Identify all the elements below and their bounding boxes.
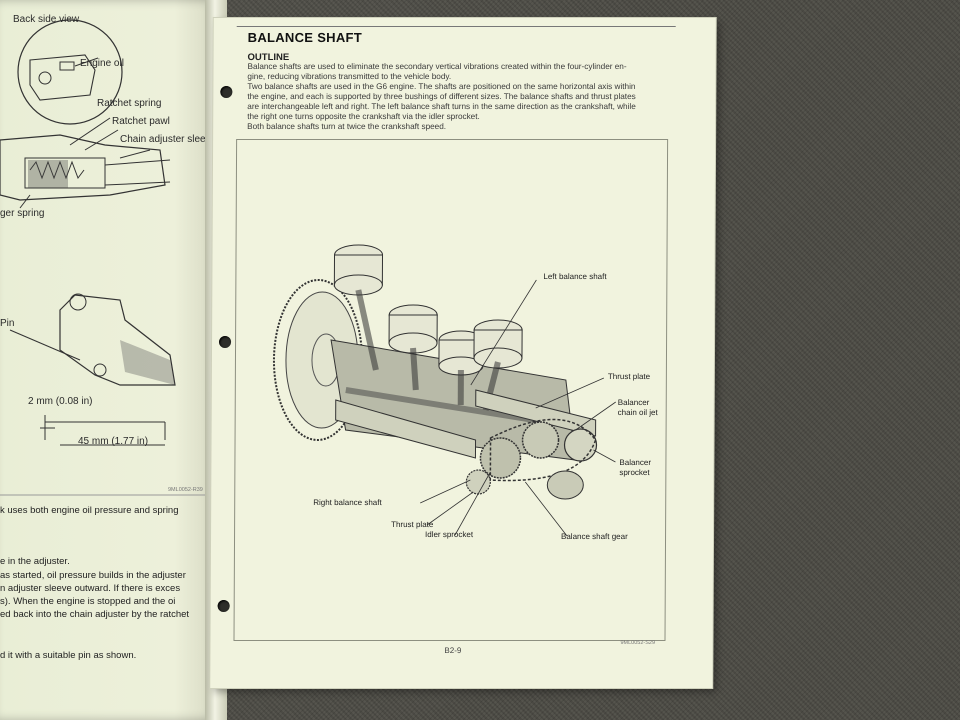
body-line: Both balance shafts turn at twice the cr…	[247, 122, 447, 131]
body-line: Two balance shafts are used in the G6 en…	[247, 82, 636, 91]
body-line: the engine, and each is supported by thr…	[247, 92, 636, 101]
binder-hole	[219, 336, 232, 348]
left-text-line-5: s). When the engine is stopped and the o…	[0, 596, 176, 607]
label-dim-2mm: 2 mm (0.08 in)	[28, 396, 93, 407]
body-line: the right one turns opposite the cranksh…	[247, 112, 480, 121]
engine-illustration	[272, 244, 616, 537]
page-number: B2-9	[444, 646, 462, 655]
label-right-balance-shaft: Right balance shaft	[313, 498, 382, 507]
label-pin: Pin	[0, 318, 15, 329]
body-line: are interchangeable left and right. The …	[247, 102, 636, 111]
balance-shaft-figure: Left balance shaft Thrust plate Balancer…	[233, 139, 669, 641]
label-balancer-sprocket: Balancer sprocket	[619, 458, 652, 477]
body-line: Balance shafts are used to eliminate the…	[247, 62, 627, 71]
outline-body: Balance shafts are used to eliminate the…	[247, 62, 677, 132]
label-engine-oil: Engine oil	[80, 58, 124, 69]
label-dim-45mm: 45 mm (1.77 in)	[78, 436, 149, 447]
label-back-side-view: Back side view	[13, 14, 80, 25]
label-chain-adjuster-sleeve: Chain adjuster sleeve	[120, 134, 217, 145]
binder-hole	[217, 600, 230, 612]
label-balancer-chain-oil-jet: Balancer chain oil jet	[617, 398, 658, 417]
left-diagram	[0, 19, 205, 496]
label-idler-sprocket: Idler sprocket	[425, 530, 474, 539]
section-heading: BALANCE SHAFT	[247, 30, 363, 45]
left-text-line-1: k uses both engine oil pressure and spri…	[0, 505, 179, 516]
label-ratchet-spring: Ratchet spring	[97, 98, 162, 109]
right-figure-code: 9ML0052-S29	[620, 640, 656, 646]
right-page: BALANCE SHAFT OUTLINE Balance shafts are…	[210, 18, 716, 688]
left-text-line-3: as started, oil pressure builds in the a…	[0, 570, 186, 581]
label-balance-shaft-gear: Balance shaft gear	[561, 532, 628, 541]
left-text-line-7: d it with a suitable pin as shown.	[0, 650, 137, 661]
binder-hole	[220, 86, 233, 98]
left-figure-code: 9ML0052-R39	[168, 487, 203, 493]
left-text-line-6: ed back into the chain adjuster by the r…	[0, 609, 190, 620]
label-left-balance-shaft: Left balance shaft	[543, 272, 607, 281]
label-ger-spring: ger spring	[0, 208, 45, 219]
left-page: Back side view Engine oil Ratchet spring…	[0, 0, 218, 720]
body-line: gine, reducing vibrations transmitted to…	[247, 72, 452, 81]
top-rule	[236, 26, 676, 27]
label-thrust-plate-upper: Thrust plate	[607, 372, 651, 381]
left-text-line-2: e in the adjuster.	[0, 556, 70, 567]
label-ratchet-pawl: Ratchet pawl	[112, 116, 170, 127]
label-thrust-plate-lower: Thrust plate	[391, 520, 434, 529]
left-text-line-4: n adjuster sleeve outward. If there is e…	[0, 583, 181, 594]
